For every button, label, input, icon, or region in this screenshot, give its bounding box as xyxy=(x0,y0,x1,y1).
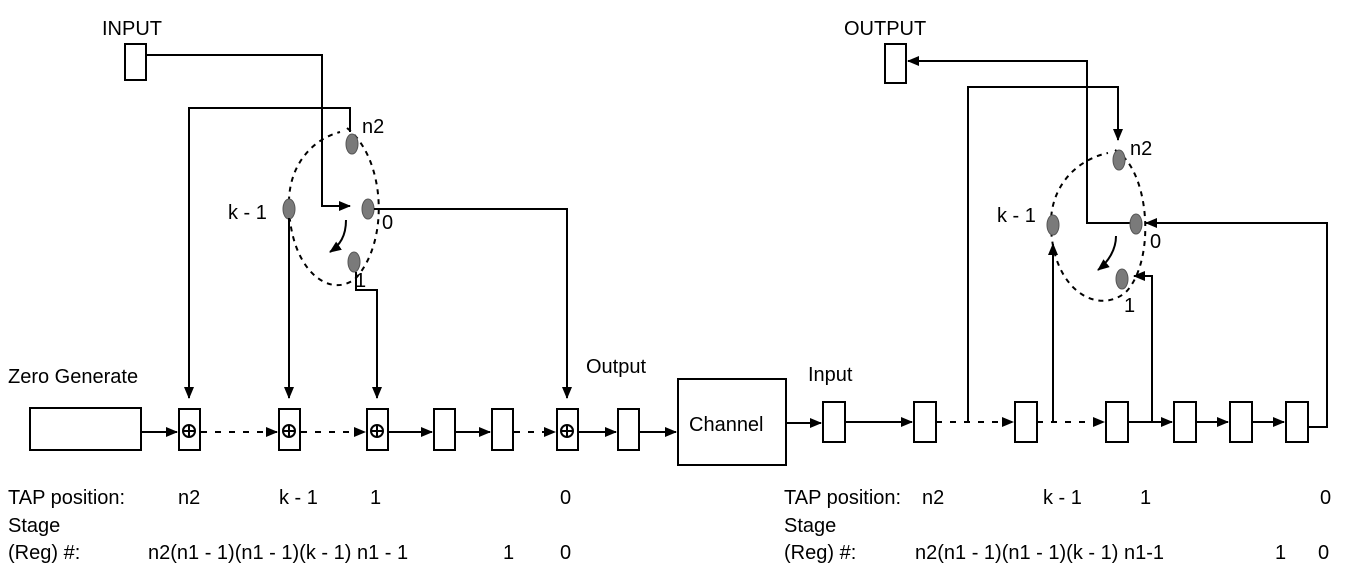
encoder-tap-1 xyxy=(347,251,361,273)
decoder-tap-value-1: 1 xyxy=(1140,487,1151,509)
encoder-input-label: INPUT xyxy=(102,18,162,40)
encoder-register-b xyxy=(491,408,514,451)
encoder-commutator-arc xyxy=(287,127,380,287)
decoder-output-wire xyxy=(907,56,1134,224)
decoder-section: Input n2 0 k - 1 1 OUTPUT xyxy=(808,18,1328,443)
encoder-tap-value-n2: n2 xyxy=(178,487,200,509)
decoder-tap-value-n2: n2 xyxy=(922,487,944,509)
encoder-tap-0 xyxy=(361,198,375,220)
decoder-stage-value-0: 0 xyxy=(1318,542,1329,564)
encoder-xor-cross-k-1 xyxy=(283,425,295,437)
decoder-input-label: Input xyxy=(808,364,853,386)
encoder-xor-cross-1 xyxy=(371,425,383,437)
channel-box xyxy=(677,378,787,466)
encoder-tap-k-1 xyxy=(282,198,296,220)
encoder-section: INPUT n2 0 k - 1 1 Zero Generate xyxy=(8,18,677,451)
decoder-output-box xyxy=(884,43,907,84)
decoder-stage-value-1: 1 xyxy=(1275,542,1286,564)
decoder-tap-k-1 xyxy=(1046,214,1060,236)
encoder-stage-value-1: 1 xyxy=(503,542,514,564)
encoder-wire-n2 xyxy=(184,107,351,399)
encoder-tap-label-k-1: k - 1 xyxy=(228,202,267,224)
decoder-wire-n2 xyxy=(967,86,1123,422)
decoder-input-register xyxy=(822,401,846,443)
encoder-tap-value-0: 0 xyxy=(560,487,571,509)
decoder-tap-label-1: 1 xyxy=(1124,295,1135,317)
decoder-tap-label-0: 0 xyxy=(1150,231,1161,253)
decoder-tap-table: TAP position: n2 k - 1 1 0 Stage (Reg) #… xyxy=(784,487,1331,564)
decoder-register-k-1 xyxy=(1014,401,1038,443)
decoder-register-b xyxy=(1229,401,1253,443)
encoder-xor-cross-n2 xyxy=(183,425,195,437)
decoder-output-label: OUTPUT xyxy=(844,18,926,40)
channel-label: Channel xyxy=(689,414,764,436)
decoder-stage-heading-2: (Reg) #: xyxy=(784,542,856,564)
encoder-tap-label-0: 0 xyxy=(382,212,393,234)
decoder-register-0 xyxy=(1285,401,1309,443)
encoder-tap-heading: TAP position: xyxy=(8,487,125,509)
encoder-input-box xyxy=(124,43,147,81)
encoder-stage-heading-1: Stage xyxy=(8,515,60,537)
encoder-register-a xyxy=(433,408,456,451)
decoder-tap-label-k-1: k - 1 xyxy=(997,205,1036,227)
decoder-commutator-arc xyxy=(1049,149,1147,302)
encoder-rotation-arrow xyxy=(329,219,347,253)
decoder-register-1 xyxy=(1105,401,1129,443)
decoder-register-a xyxy=(1173,401,1197,443)
encoder-tap-label-1: 1 xyxy=(355,270,366,292)
decoder-tap-value-0: 0 xyxy=(1320,487,1331,509)
encoder-input-wire xyxy=(146,54,351,211)
decoder-tap-label-n2: n2 xyxy=(1130,138,1152,160)
encoder-tap-value-k-1: k - 1 xyxy=(279,487,318,509)
encoder-tap-n2 xyxy=(345,133,359,155)
decoder-tap-0 xyxy=(1129,213,1143,235)
decoder-wire-1 xyxy=(1133,271,1153,422)
encoder-wire-1 xyxy=(355,272,382,399)
decoder-tap-value-k-1: k - 1 xyxy=(1043,487,1082,509)
decoder-wire-0 xyxy=(1145,218,1328,428)
decoder-stage-value-main: n2(n1 - 1)(n1 - 1)(k - 1) n1-1 xyxy=(915,542,1164,564)
decoder-register-n2 xyxy=(913,401,937,443)
encoder-tap-label-n2: n2 xyxy=(362,116,384,138)
encoder-output-register xyxy=(617,408,640,451)
decoder-tap-n2 xyxy=(1112,149,1126,171)
decoder-rotation-arrow xyxy=(1097,235,1117,271)
zero-generate-label: Zero Generate xyxy=(8,366,138,388)
encoder-stage-value-main: n2(n1 - 1)(n1 - 1)(k - 1) n1 - 1 xyxy=(148,542,408,564)
decoder-tap-1 xyxy=(1115,268,1129,290)
encoder-tap-value-1: 1 xyxy=(370,487,381,509)
encoder-stage-value-0: 0 xyxy=(560,542,571,564)
encoder-stage-heading-2: (Reg) #: xyxy=(8,542,80,564)
encoder-xor-cross-0 xyxy=(561,425,573,437)
decoder-tap-heading: TAP position: xyxy=(784,487,901,509)
encoder-tap-table: TAP position: n2 k - 1 1 0 Stage (Reg) #… xyxy=(8,487,571,564)
zero-generate-box xyxy=(29,407,142,451)
decoder-stage-heading-1: Stage xyxy=(784,515,836,537)
encoder-output-label: Output xyxy=(586,356,646,378)
encoder-wire-0 xyxy=(374,208,572,399)
